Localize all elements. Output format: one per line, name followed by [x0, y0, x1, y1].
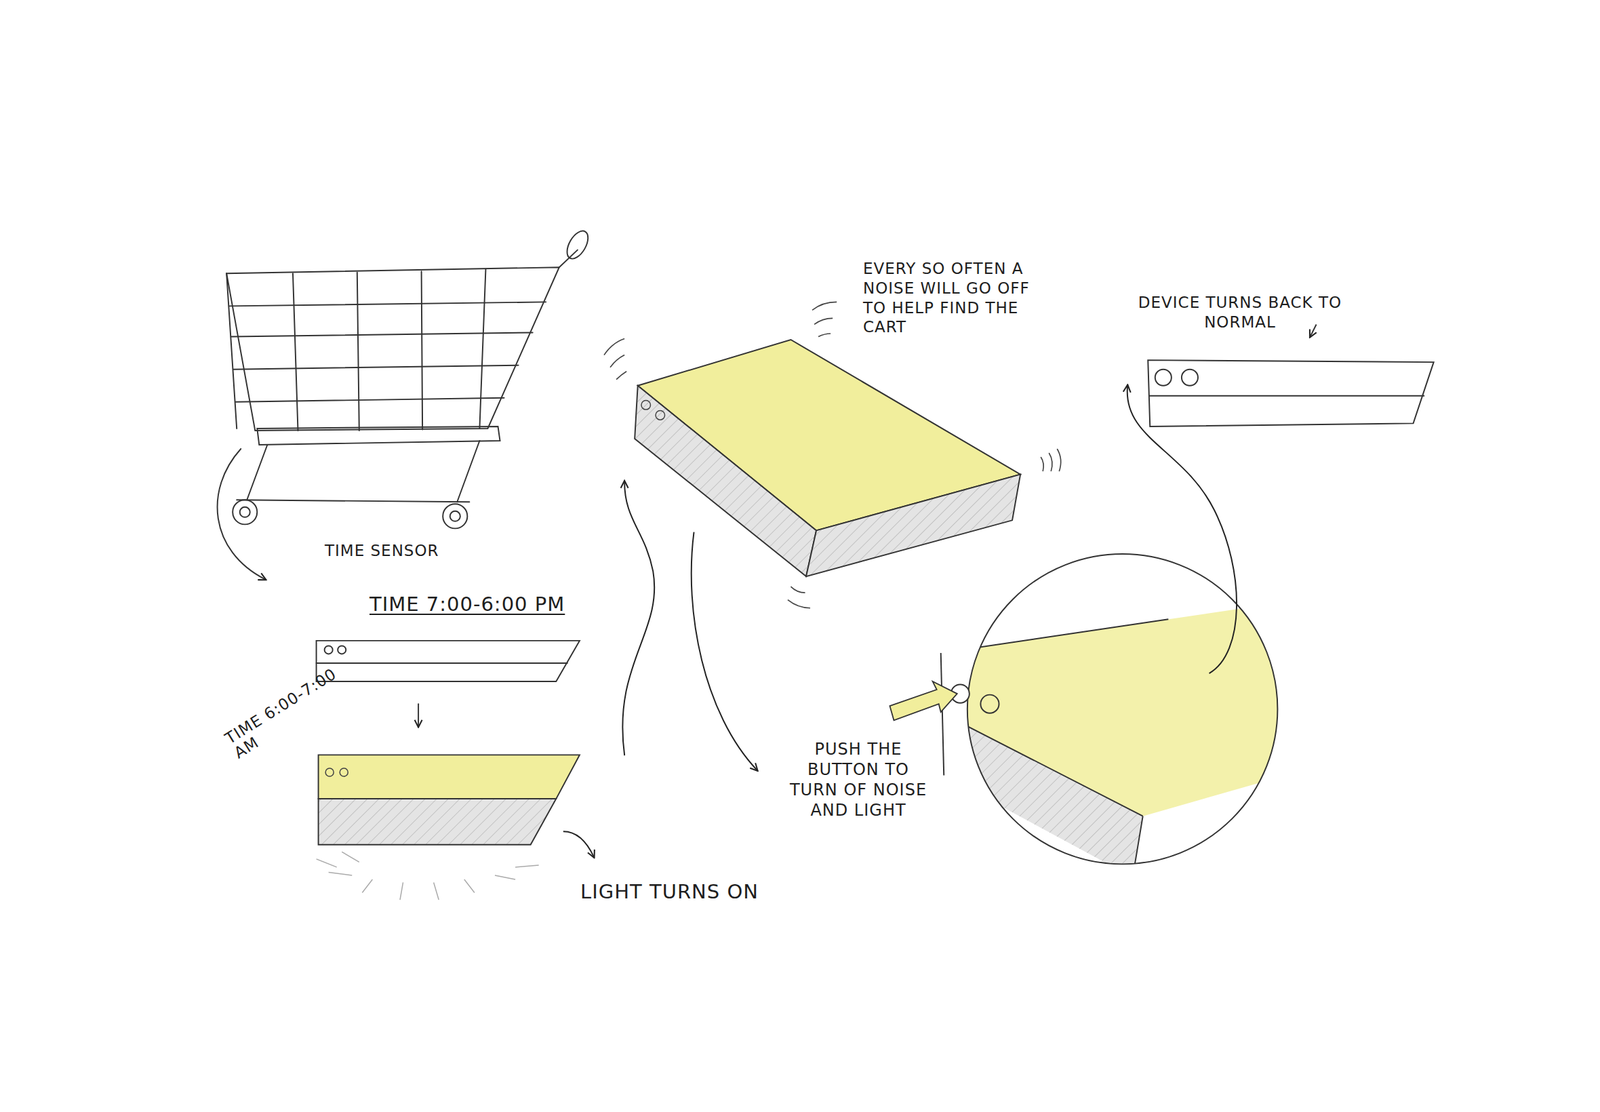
sketch-note: EVERY SO OFTEN A NOISE WILL GO OFF TO HE…: [863, 258, 1045, 337]
sketch-note: TIME 7:00-6:00 PM: [369, 591, 635, 617]
sketch-note: TIME 6:00-7:00 AM: [222, 662, 354, 763]
sketch-note: LIGHT TURNS ON: [577, 879, 762, 904]
sketch-note: PUSH THE BUTTON TO TURN OF NOISE AND LIG…: [785, 738, 931, 821]
sketch-note: TIME SENSOR: [324, 541, 489, 561]
sketch-note: DEVICE TURNS BACK TO NORMAL: [1122, 292, 1358, 333]
